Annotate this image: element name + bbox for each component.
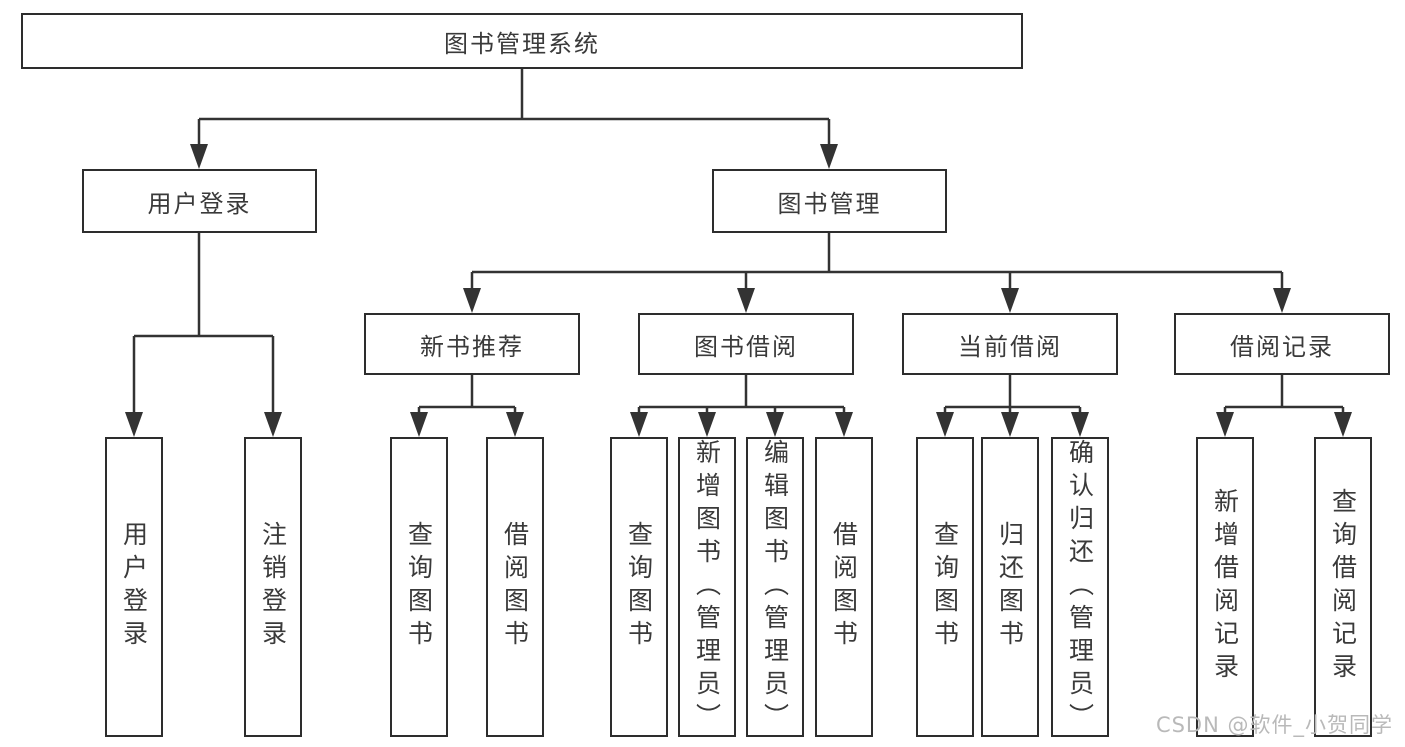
leaf-bb-add-books-admin-label: 新增图书（管理员） <box>692 438 722 736</box>
leaf-user-login-label: 用户登录 <box>119 521 149 653</box>
leaf-cb-confirm-return-admin-label: 确认归还（管理员） <box>1065 438 1095 736</box>
leaf-logout: 注销登录 <box>244 437 302 737</box>
leaf-nb-borrow-books: 借阅图书 <box>486 437 544 737</box>
node-book-borrow-label: 图书借阅 <box>694 332 798 361</box>
node-current-borrow: 当前借阅 <box>902 313 1118 375</box>
leaf-bb-edit-books-admin: 编辑图书（管理员） <box>746 437 804 737</box>
leaf-cb-confirm-return-admin: 确认归还（管理员） <box>1051 437 1109 737</box>
node-user-login-label: 用户登录 <box>147 189 252 218</box>
connector-new-book-to-leaves <box>410 375 524 437</box>
leaf-bb-query-books-label: 查询图书 <box>624 521 654 653</box>
leaf-bb-edit-books-admin-label: 编辑图书（管理员） <box>760 438 790 736</box>
node-book-mgmt-label: 图书管理 <box>777 189 882 218</box>
leaf-bb-query-books: 查询图书 <box>610 437 668 737</box>
node-new-book-rec-label: 新书推荐 <box>420 332 524 361</box>
connector-borrow-records-to-leaves <box>1216 375 1352 437</box>
node-borrow-records: 借阅记录 <box>1174 313 1390 375</box>
connector-root-to-level1 <box>190 69 838 169</box>
connector-book-mgmt-to-level2 <box>463 233 1291 313</box>
leaf-cb-return-books-label: 归还图书 <box>995 521 1025 653</box>
csdn-watermark: CSDN @软件_小贺同学 <box>1155 713 1393 737</box>
node-book-borrow: 图书借阅 <box>638 313 854 375</box>
leaf-cb-return-books: 归还图书 <box>981 437 1039 737</box>
leaf-logout-label: 注销登录 <box>258 521 288 653</box>
leaf-nb-query-books-label: 查询图书 <box>404 521 434 653</box>
leaf-bb-borrow-books: 借阅图书 <box>815 437 873 737</box>
leaf-cb-query-books: 查询图书 <box>916 437 974 737</box>
node-library-system-label: 图书管理系统 <box>444 29 600 58</box>
leaf-br-query-record-label: 查询借阅记录 <box>1328 488 1358 686</box>
leaf-bb-add-books-admin: 新增图书（管理员） <box>678 437 736 737</box>
node-book-mgmt: 图书管理 <box>712 169 947 233</box>
leaf-br-query-record: 查询借阅记录 <box>1314 437 1372 737</box>
leaf-nb-borrow-books-label: 借阅图书 <box>500 521 530 653</box>
node-library-system: 图书管理系统 <box>21 13 1023 69</box>
leaf-nb-query-books: 查询图书 <box>390 437 448 737</box>
leaf-user-login: 用户登录 <box>105 437 163 737</box>
leaf-br-add-record-label: 新增借阅记录 <box>1210 488 1240 686</box>
node-user-login: 用户登录 <box>82 169 317 233</box>
connector-book-borrow-to-leaves <box>630 375 853 437</box>
connector-user-login-to-leaves <box>125 233 282 437</box>
connector-current-borrow-to-leaves <box>936 375 1089 437</box>
node-borrow-records-label: 借阅记录 <box>1230 332 1334 361</box>
leaf-br-add-record: 新增借阅记录 <box>1196 437 1254 737</box>
node-new-book-rec: 新书推荐 <box>364 313 580 375</box>
leaf-cb-query-books-label: 查询图书 <box>930 521 960 653</box>
leaf-bb-borrow-books-label: 借阅图书 <box>829 521 859 653</box>
node-current-borrow-label: 当前借阅 <box>958 332 1062 361</box>
